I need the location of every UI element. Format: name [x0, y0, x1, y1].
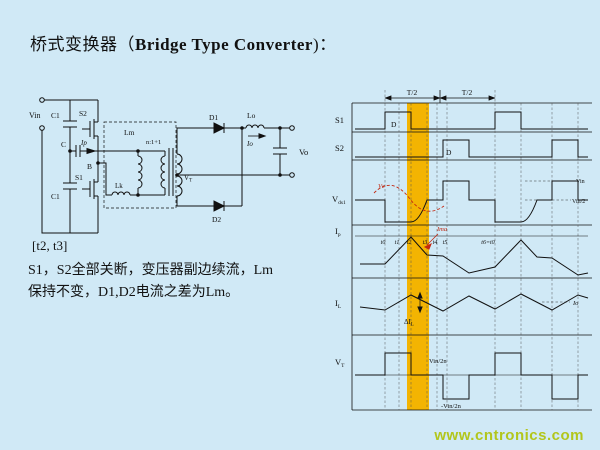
title-tail: )：: [312, 35, 337, 54]
time-label-t4: t4: [433, 239, 438, 246]
row-label-s1: S1: [335, 115, 344, 125]
level-lines: [525, 180, 574, 303]
label-d2: D2: [212, 215, 221, 224]
title-en: Bridge Type Converter: [135, 35, 313, 54]
time-label-t0: t0: [381, 240, 386, 246]
label-ima: Ima: [436, 226, 447, 233]
label-vo: Vo: [299, 147, 308, 157]
ip-trace: [360, 236, 589, 276]
transformer-core: [168, 148, 174, 196]
label-neg-vin-2n: -Vin/2n: [441, 403, 462, 410]
label-vin-half-level: Vin/2: [572, 199, 585, 205]
label-vt: VT: [184, 174, 192, 184]
highlight-band: [407, 103, 429, 410]
label-turns: n:1+1: [146, 139, 161, 146]
page-title: 桥式变换器（Bridge Type Converter)：: [30, 30, 337, 55]
label-s1: S1: [75, 173, 83, 182]
label-t-half-left: T/2: [407, 88, 418, 97]
lo-inductor: [245, 124, 265, 129]
row-label-s2: S2: [335, 143, 344, 153]
label-duty-s1: D: [391, 120, 397, 129]
d1-diode: [213, 122, 226, 134]
label-d1: D1: [209, 113, 218, 122]
label-vin-2n: Vin/2n: [429, 358, 447, 365]
time-gridlines: [384, 90, 579, 410]
label-t-half-right: T/2: [462, 88, 473, 97]
time-label-t6: t6=t0: [481, 240, 494, 246]
label-c1-top: C1: [51, 111, 60, 120]
row-label-vt: VT: [335, 357, 345, 369]
circuit-wires: [39, 97, 295, 234]
label-ip: Ip: [80, 139, 87, 147]
label-c1-bottom: C1: [51, 192, 60, 201]
watermark: www.cntronics.com: [434, 427, 584, 444]
row-label-ip: Ip: [335, 226, 341, 238]
s2-trace: [355, 139, 588, 158]
body-line-1: S1，S2全部关断，变压器副边续流，Lm: [28, 263, 274, 278]
transformer-model-box: [103, 121, 177, 209]
label-io: Io: [246, 140, 253, 148]
io-arrow: [258, 133, 267, 139]
time-label-t3: t3: [423, 240, 428, 246]
body-text: S1，S2全部关断，变压器副边续流，Lm 保持不变，D1,D2电流之差为Lm。: [28, 260, 328, 305]
s1-trace: [355, 111, 588, 130]
il-trace: [359, 293, 589, 312]
vds1-trace: [355, 180, 588, 223]
ip-arrow: [86, 147, 97, 155]
label-delta-il: ΔIL: [404, 318, 414, 328]
title-zh: 桥式变换器（: [30, 35, 135, 54]
diodes: [68, 122, 282, 212]
label-vin: Vin: [29, 111, 41, 120]
row-label-il: IL: [335, 298, 342, 310]
label-lm: Lm: [124, 128, 135, 137]
input-terminal-top: [39, 97, 45, 103]
label-duty-s2: D: [446, 148, 452, 157]
label-io-level: Io: [572, 300, 579, 307]
waveform-diagram: T/2 T/2 S1: [332, 88, 592, 411]
time-label-t1: t1: [395, 240, 400, 246]
time-label-t2: t2: [407, 240, 412, 246]
label-lk: Lk: [115, 182, 123, 190]
label-c-block: C: [61, 140, 66, 149]
vc-curve: [373, 184, 445, 212]
body-line-2: 保持不变，D1,D2电流之差为Lm。: [28, 285, 240, 301]
d2-diode: [213, 200, 226, 212]
label-s2: S2: [79, 109, 87, 118]
delta-il-arrow: [417, 291, 423, 314]
ima-arrow: [423, 233, 439, 250]
circuit-diagram: Vin C1 C1 S2 S1 C Ip B Lm Lk n:1+1 D1 D2…: [29, 97, 308, 234]
output-terminal-bottom: [289, 172, 295, 178]
zero-axes: [355, 235, 588, 376]
label-lo: Lo: [247, 111, 256, 120]
period-arrows: [384, 90, 496, 103]
row-label-vds1: Vds1: [332, 194, 346, 206]
label-node-b: B: [87, 162, 92, 171]
interval-caption: [t2, t3]: [32, 238, 68, 253]
input-terminal-bottom: [39, 125, 45, 131]
label-vin-level: Vin: [576, 179, 585, 185]
time-label-t5: t5: [443, 240, 448, 246]
output-terminal-top: [289, 125, 295, 131]
label-vc: Vc: [378, 183, 385, 190]
waveform-frame: [351, 102, 592, 411]
vt-trace: [355, 352, 588, 400]
